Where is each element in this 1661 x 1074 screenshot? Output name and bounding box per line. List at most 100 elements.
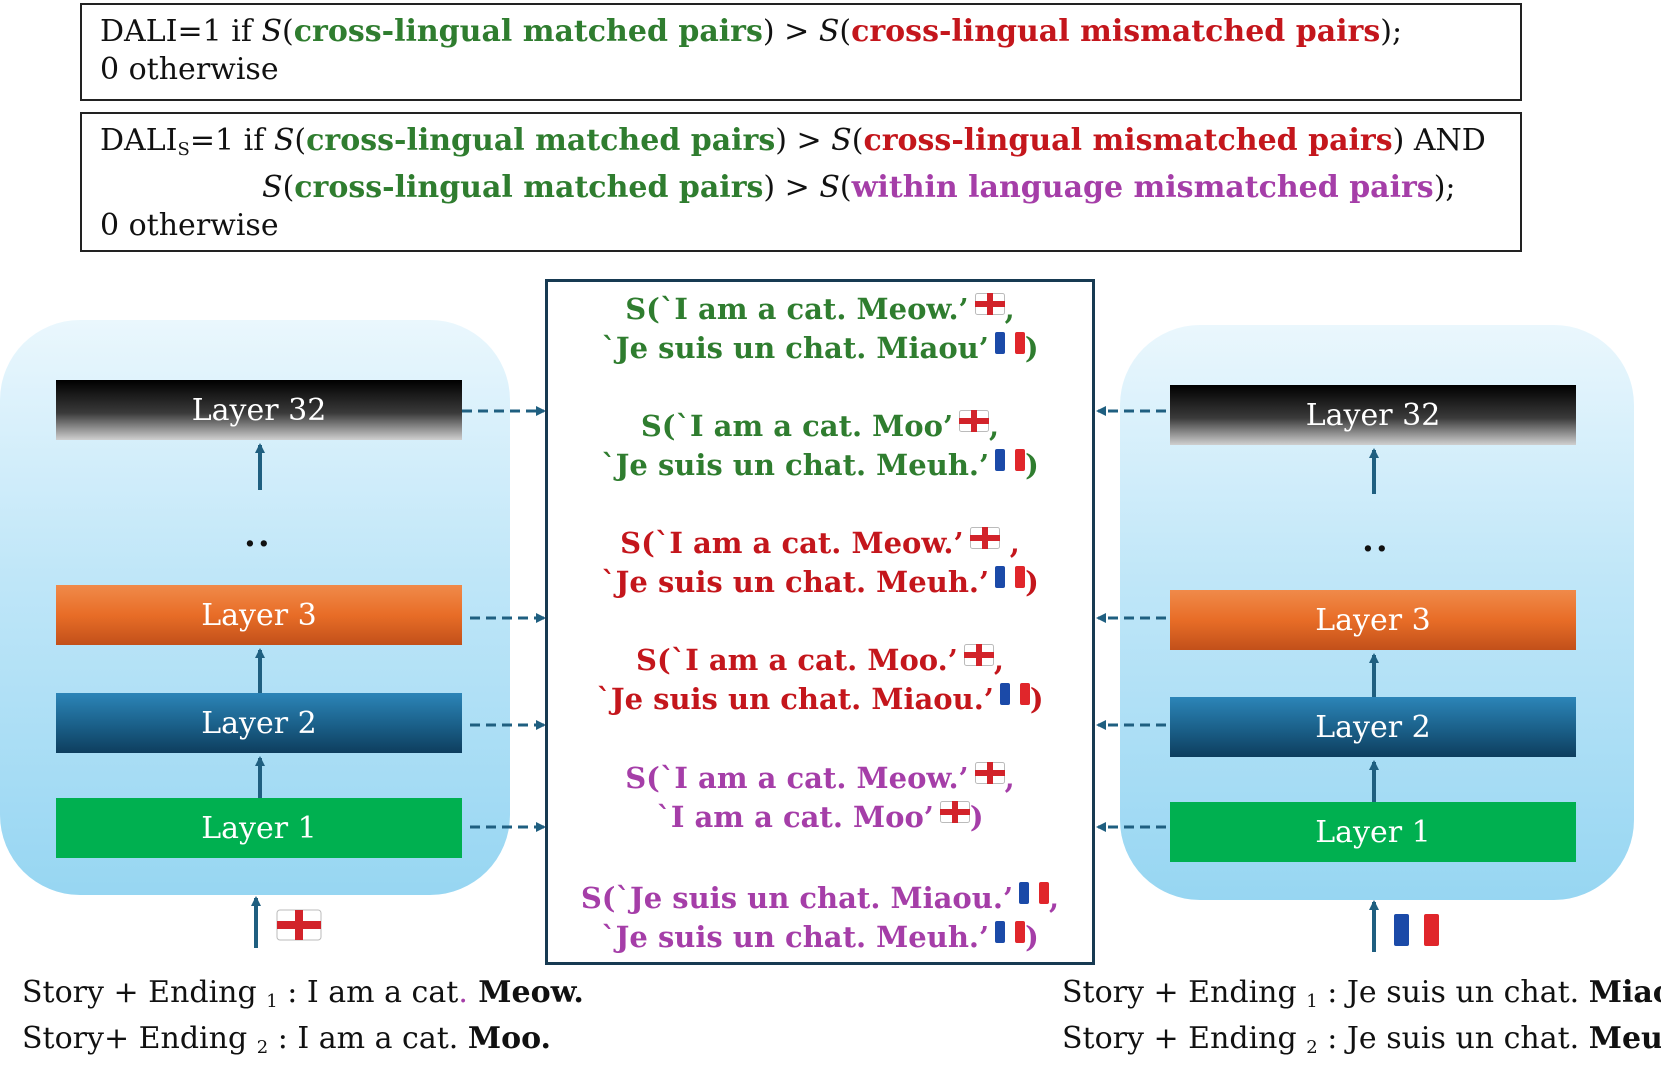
left-layer-1: Layer 1 [56,798,462,858]
similarity-symbol: S [818,14,840,49]
caption-ending: Miaou [1588,975,1661,1010]
similarity-symbol: S [273,123,295,158]
pair-line-1: S(`I am a cat. Meow.’ , [548,524,1092,563]
france-flag-icon [1394,914,1439,946]
pair-text: S(`I am a cat. Meow.’ [625,761,969,795]
pair-close: ) [1025,448,1039,482]
similarity-pair-1: S(`I am a cat. Meow.’,`Je suis un chat. … [548,290,1092,368]
pair-line-1: S(`I am a cat. Meow.’, [548,290,1092,329]
similarity-symbol: S [262,170,283,205]
pair-line-2: `I am a cat. Moo’) [548,798,1092,837]
caption-subscript: 2 [1306,1037,1318,1058]
england-flag-icon [276,909,322,941]
dali-s-prefix: DALI [100,123,178,158]
pair-line-1: S(`I am a cat. Moo.’, [548,641,1092,680]
caption-ending: Meuh. [1588,1021,1661,1056]
france-flag-icon [995,566,1026,588]
caption-dot: . [458,975,468,1010]
pair-line-1: S(`Je suis un chat. Miaou.’, [548,879,1092,918]
dali-definition-line: DALI=1 if S(cross-lingual matched pairs)… [100,14,1403,49]
france-flag-icon [999,683,1030,705]
greater-than: ) > [762,14,819,49]
caption-prefix: Story+ Ending [22,1021,257,1056]
pair-line-2: `Je suis un chat. Meuh.’) [548,918,1092,957]
similarity-pair-4: S(`I am a cat. Moo.’,`Je suis un chat. M… [548,641,1092,719]
bottom-right-line-1: Story + Ending 1 : Je suis un chat. Miao… [1062,975,1661,1012]
mismatched-pairs-term: cross-lingual mismatched pairs [851,14,1381,49]
greater-than: ) > [775,123,832,158]
left-layer-ellipsis: .. [244,515,272,555]
similarity-pairs-box: S(`I am a cat. Meow.’,`Je suis un chat. … [545,279,1095,965]
pair-text: `Je suis un chat. Miaou.’ [596,682,994,716]
dali-s-prefix-2: =1 if [189,123,274,158]
pair-text: `I am a cat. Moo’ [656,800,934,834]
pair-close: ) [1024,331,1039,365]
pair-separator: , [1049,881,1060,915]
france-flag-icon [995,921,1026,943]
pair-line-1: S(`I am a cat. Moo’, [548,407,1092,446]
bottom-right-line-2: Story + Ending 2 : Je suis un chat. Meuh… [1062,1021,1661,1058]
pair-line-2: `Je suis un chat. Meuh.’) [548,446,1092,485]
england-flag-icon [974,762,1005,784]
bottom-left-line-1: Story + Ending 1 : I am a cat. Meow. [22,975,584,1012]
right-layer-3: Layer 3 [1170,590,1576,650]
pair-line-1: S(`I am a cat. Meow.’, [548,759,1092,798]
pair-separator: , [989,409,1000,443]
within-language-term: within language mismatched pairs [851,170,1434,205]
england-flag-icon [974,293,1005,315]
definition-end: ); [1433,170,1456,205]
france-flag-icon [1019,882,1050,904]
pair-separator: , [1004,292,1015,326]
caption-prefix: Story + Ending [1062,975,1307,1010]
pair-close: ) [969,800,984,834]
right-layer-1: Layer 1 [1170,802,1576,862]
similarity-pair-6: S(`Je suis un chat. Miaou.’,`Je suis un … [548,879,1092,957]
caption-text: : I am a cat. [268,1021,468,1056]
bottom-left-line-2: Story+ Ending 2 : I am a cat. Moo. [22,1021,551,1058]
similarity-pair-2: S(`I am a cat. Moo’,`Je suis un chat. Me… [548,407,1092,485]
caption-ending: Meow. [467,975,584,1010]
greater-than: ) > [763,170,820,205]
similarity-pair-3: S(`I am a cat. Meow.’ ,`Je suis un chat.… [548,524,1092,602]
dali-otherwise: 0 otherwise [100,52,279,87]
pair-text: `Je suis un chat. Meuh.’ [601,448,990,482]
matched-pairs-term: cross-lingual matched pairs [306,123,776,158]
left-layer-32: Layer 32 [56,380,462,440]
pair-text: S(`I am a cat. Moo’ [640,409,954,443]
similarity-symbol: S [819,170,840,205]
pair-separator: , [999,526,1020,560]
caption-subscript: 1 [266,991,278,1012]
pair-text: `Je suis un chat. Meuh.’ [601,920,990,954]
matched-pairs-term: cross-lingual matched pairs [293,14,763,49]
england-flag-icon [969,527,1000,549]
pair-text: S(`I am a cat. Meow.’ [620,526,964,560]
pair-line-2: `Je suis un chat. Meuh.’) [548,563,1092,602]
dali-prefix: DALI=1 if [100,14,262,49]
pair-text: `Je suis un chat. Meuh.’ [601,565,990,599]
england-flag-icon [963,644,994,666]
dali-definition-box: DALI=1 if S(cross-lingual matched pairs)… [80,3,1522,101]
pair-text: S(`I am a cat. Meow.’ [625,292,969,326]
caption-text: : Je suis un chat. [1317,1021,1589,1056]
definition-end: ); [1380,14,1403,49]
left-layer-3: Layer 3 [56,585,462,645]
caption-prefix: Story + Ending [22,975,267,1010]
matched-pairs-term-2: cross-lingual matched pairs [294,170,764,205]
caption-subscript: 1 [1306,991,1318,1012]
pair-separator: , [1004,761,1015,795]
pair-close: ) [1025,920,1039,954]
france-flag-icon [994,332,1025,354]
caption-text: : I am a cat [277,975,459,1010]
right-layer-ellipsis: .. [1362,520,1390,560]
dali-s-subscript: S [177,139,190,160]
france-flag-icon [995,449,1026,471]
caption-prefix: Story + Ending [1062,1021,1307,1056]
dali-s-definition-line-2: S(cross-lingual matched pairs) > S(withi… [262,170,1456,205]
dali-s-definition-line-1: DALIS=1 if S(cross-lingual matched pairs… [100,123,1486,160]
pair-text: `Je suis un chat. Miaou’ [601,331,989,365]
similarity-symbol: S [831,123,852,158]
dali-s-otherwise: 0 otherwise [100,208,279,243]
similarity-symbol: S [261,14,283,49]
pair-text: S(`I am a cat. Moo.’ [636,643,958,677]
dali-s-definition-box: DALIS=1 if S(cross-lingual matched pairs… [80,112,1522,252]
